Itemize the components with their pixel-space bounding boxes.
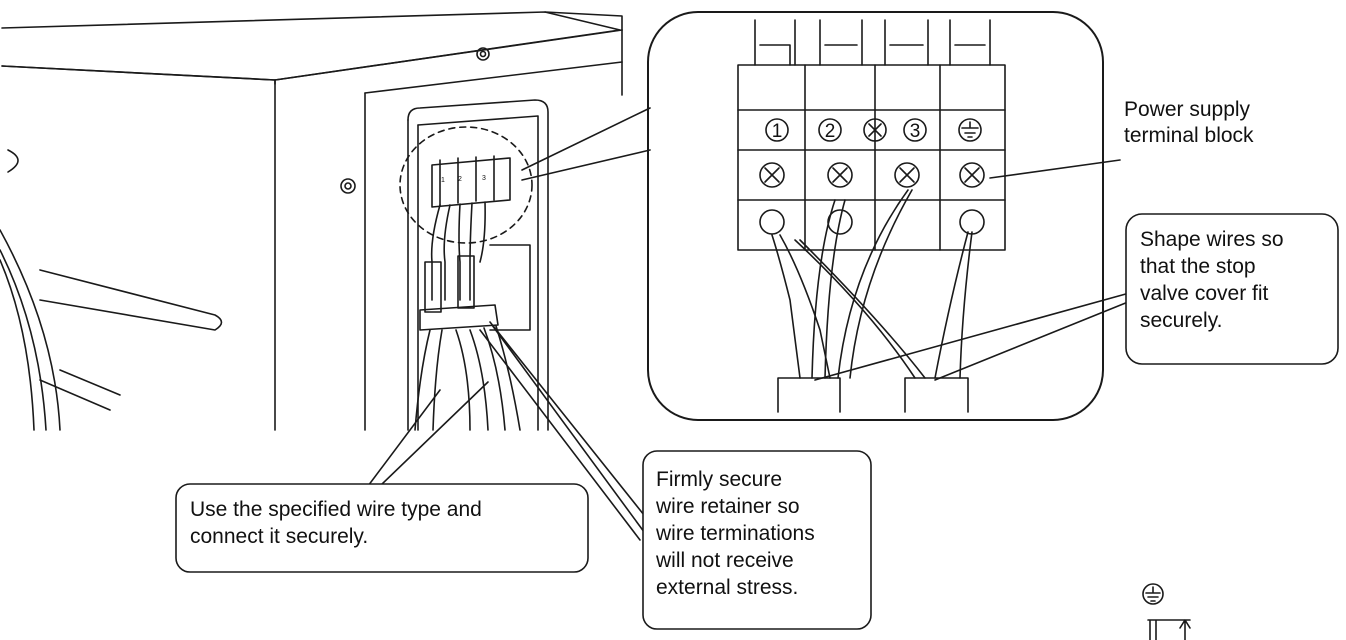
terminal-label-1: 1 xyxy=(772,121,783,142)
terminal-screw-icon xyxy=(759,162,785,188)
terminal-detail-panel xyxy=(647,11,1104,421)
header-screw-icon xyxy=(863,118,887,142)
screw-icon xyxy=(476,47,490,61)
terminal-screw-icon xyxy=(959,162,985,188)
service-opening xyxy=(399,99,549,431)
terminal-screw-icon xyxy=(894,162,920,188)
wire-type-callout: Use the specified wire type and connect … xyxy=(190,498,482,548)
terminal-screw-icon xyxy=(827,162,853,188)
shape-wires-callout: Shape wires so that the stop valve cover… xyxy=(1140,228,1284,332)
terminal-block-label: Power supply terminal block xyxy=(1124,98,1254,147)
terminal-screw-icon xyxy=(959,209,985,235)
terminal-screw-icon xyxy=(759,209,785,235)
terminal-label-2: 2 xyxy=(825,121,836,142)
ground-symbol-icon xyxy=(1142,583,1164,605)
wire-retainer-callout: Firmly secure wire retainer so wire term… xyxy=(656,468,815,599)
terminal-label-3: 3 xyxy=(910,121,921,142)
small-terminal-mark-3: 3 xyxy=(482,175,486,182)
screw-icon xyxy=(340,178,356,194)
ground-symbol-icon xyxy=(958,118,982,142)
small-terminal-mark-1: 1 xyxy=(441,177,445,184)
small-terminal-mark-2: 2 xyxy=(458,176,462,183)
outdoor-unit xyxy=(0,11,623,431)
